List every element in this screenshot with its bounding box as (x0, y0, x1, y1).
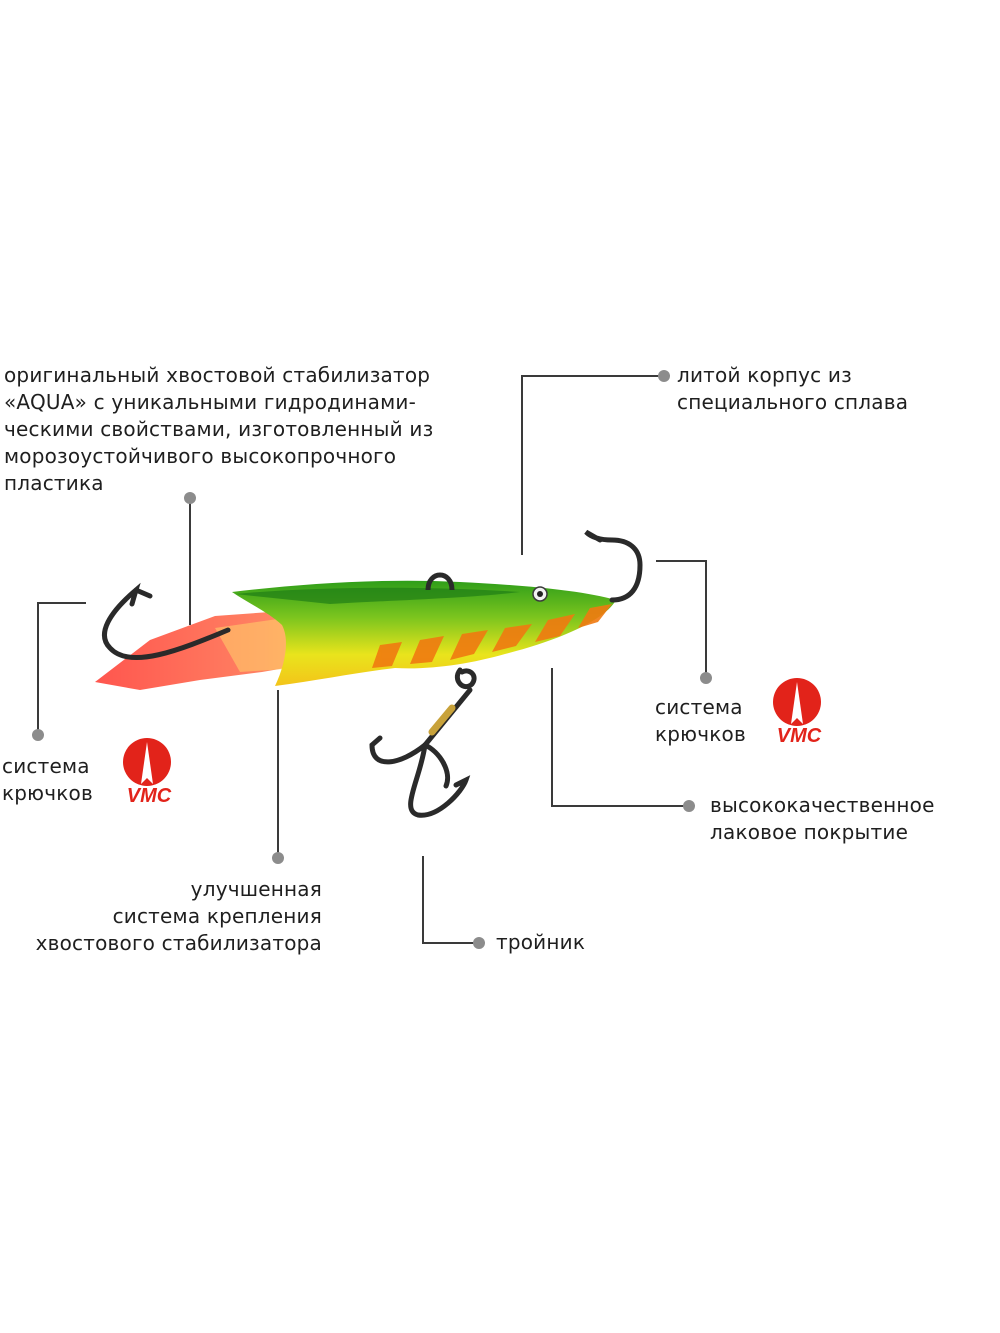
callout-tail-mount: улучшенная система крепления хвостового … (4, 876, 322, 957)
leader-lines (37, 375, 707, 944)
callout-line: лаковое покрытие (710, 820, 909, 844)
vmc-logo-left: VMC (123, 738, 172, 806)
dot-cast-body (658, 370, 670, 382)
callout-hook-system-right: система крючков (655, 694, 746, 748)
callout-line: ческими свойствами, изготовленный из (4, 417, 434, 441)
leader-hook-left (37, 602, 86, 733)
leader-cast-body (521, 375, 662, 555)
lure-pupil (537, 591, 543, 597)
dot-tail-mount (272, 852, 284, 864)
vmc-hook-mark (141, 742, 153, 784)
callout-line: пластика (4, 471, 104, 495)
treble-shank-gold (428, 704, 456, 736)
dot-hook-right (700, 672, 712, 684)
callout-line: специального сплава (677, 390, 909, 414)
dot-tail-stabilizer (184, 492, 196, 504)
rear-hook (102, 582, 231, 661)
callout-line: хвостового стабилизатора (35, 931, 322, 955)
callout-cast-body: литой корпус из специального сплава (677, 362, 908, 416)
line-tie-loop (425, 572, 455, 591)
callout-lacquer-coating: высококачественное лаковое покрытие (710, 792, 935, 846)
callout-line: система (655, 695, 743, 719)
callout-line: крючков (2, 781, 93, 805)
callout-line: литой корпус из (677, 363, 852, 387)
leader-treble (422, 856, 478, 944)
callout-line: система (2, 754, 90, 778)
callout-line: крючков (655, 722, 746, 746)
dorsal-stripe (235, 587, 520, 604)
callout-hook-system-left: система крючков (2, 753, 93, 807)
callout-line: система крепления (112, 904, 322, 928)
callout-line: высококачественное (710, 793, 935, 817)
lure-body-shape (232, 580, 616, 686)
callout-line: тройник (496, 930, 586, 954)
vmc-logo-text: VMC (777, 725, 822, 746)
front-hook (584, 529, 643, 603)
dot-lacquer (683, 800, 695, 812)
vmc-logo-right: VMC (773, 678, 822, 746)
leader-lacquer (551, 668, 688, 807)
dot-treble (473, 937, 485, 949)
belly-stripes (372, 604, 612, 668)
dot-hook-left (32, 729, 44, 741)
callout-tail-stabilizer: оригинальный хвостовой стабилизатор «AQU… (4, 362, 478, 497)
vmc-logo-text: VMC (127, 785, 172, 806)
leader-hook-right (656, 560, 707, 677)
leader-dots (32, 370, 712, 949)
treble-hook (369, 667, 477, 818)
callout-line: оригинальный хвостовой стабилизатор (4, 363, 431, 387)
callout-line: улучшенная (190, 877, 322, 901)
callout-treble-hook: тройник (496, 929, 585, 956)
vmc-hook-mark (791, 682, 803, 724)
callout-line: «AQUA» с уникальными гидродинами- (4, 390, 417, 414)
ice-jig-lure (95, 529, 643, 818)
callout-line: морозоустойчивого высокопрочного (4, 444, 397, 468)
